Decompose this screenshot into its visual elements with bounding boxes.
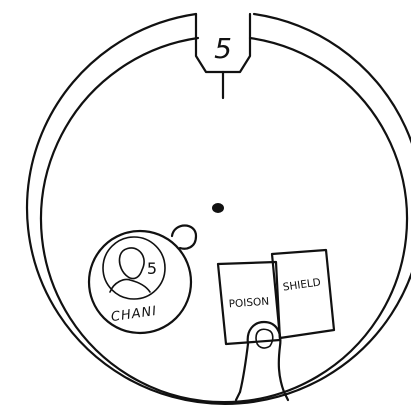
card-shield-outline (272, 250, 334, 338)
leader-token[interactable]: 5 CHANI (89, 226, 196, 334)
hand-thumb-icon (240, 322, 284, 392)
leader-portrait-icon (110, 248, 150, 292)
leader-strength-number: 5 (147, 259, 157, 278)
card-poison-label: POISON (228, 296, 269, 311)
card-shield-label: SHIELD (282, 276, 322, 293)
dial-window[interactable]: 5 (196, 14, 250, 98)
dial-number: 5 (214, 32, 232, 65)
leader-name: CHANI (110, 304, 158, 325)
rim-gap-left (236, 392, 240, 400)
card-shield[interactable]: SHIELD (272, 250, 334, 338)
wheel-center-dot (212, 203, 224, 213)
